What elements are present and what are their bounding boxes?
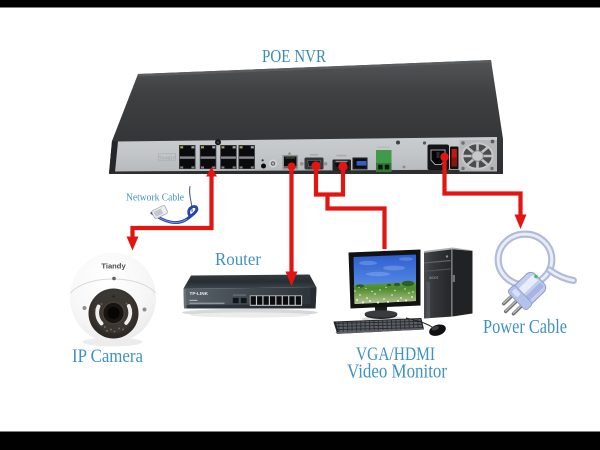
svg-text:Network Cable: Network Cable (126, 193, 184, 204)
svg-text:Video Monitor: Video Monitor (347, 362, 447, 383)
svg-text:TIANDY: TIANDY (159, 155, 176, 160)
svg-text:Tiandy: Tiandy (101, 262, 126, 271)
svg-text:POE NVR: POE NVR (262, 46, 326, 66)
svg-text:Power Cable: Power Cable (483, 317, 567, 338)
svg-text:TP-LINK: TP-LINK (190, 291, 209, 296)
svg-text:acer: acer (429, 275, 439, 281)
svg-text:Router: Router (215, 249, 261, 269)
svg-text:IP Camera: IP Camera (72, 346, 143, 367)
svg-text:VGA/HDMI: VGA/HDMI (356, 345, 435, 365)
